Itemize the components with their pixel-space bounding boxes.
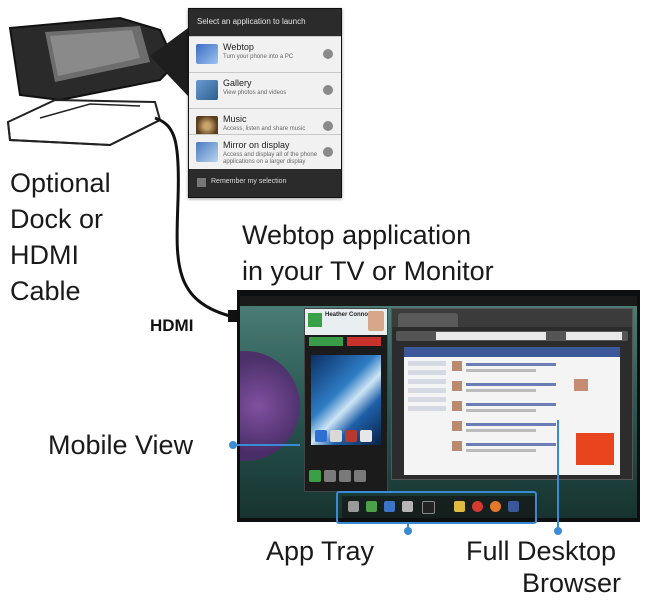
dock-label-line2: Dock or xyxy=(10,204,104,234)
facebook-sidebar xyxy=(574,361,616,471)
option-name: Webtop xyxy=(223,42,254,52)
radio-button[interactable] xyxy=(323,85,333,95)
news-feed xyxy=(452,361,570,471)
firefox-icon[interactable] xyxy=(490,501,501,512)
launcher-option-webtop[interactable]: Webtop Turn your phone into a PC xyxy=(189,36,341,72)
feed-post xyxy=(452,401,570,416)
facebook-header xyxy=(404,347,620,357)
facebook-icon[interactable] xyxy=(508,501,519,512)
browser-callout-dot xyxy=(554,527,562,535)
app-icon[interactable] xyxy=(345,430,357,442)
app-tray-icon[interactable] xyxy=(348,501,359,512)
dock-label-line3: HDMI xyxy=(10,240,79,270)
launcher-title: Select an application to launch xyxy=(197,17,306,26)
app-icon[interactable] xyxy=(324,470,336,482)
app-tray-highlight xyxy=(336,491,537,524)
phone-icon xyxy=(8,16,177,102)
facebook-page xyxy=(404,347,620,475)
mobile-view-window[interactable]: Heather Connor xyxy=(304,308,388,492)
app-launcher-dialog: Select an application to launch Webtop T… xyxy=(188,8,342,198)
status-bar xyxy=(240,296,637,306)
contact-photo xyxy=(368,311,384,331)
ad-banner[interactable] xyxy=(576,433,614,465)
mobile-view-label: Mobile View xyxy=(48,430,194,460)
webtop-icon xyxy=(196,44,218,64)
option-name: Mirror on display xyxy=(223,140,290,150)
browser-toolbar xyxy=(396,331,628,341)
dock-label-line4: Cable xyxy=(10,276,81,306)
remember-label: Remember my selection xyxy=(211,178,287,185)
radio-button[interactable] xyxy=(323,49,333,59)
app-tray-icon[interactable] xyxy=(422,501,435,514)
feed-post xyxy=(452,361,570,376)
profile-photo xyxy=(574,379,588,391)
hdmi-logo: HDMI xyxy=(150,316,194,335)
desktop-browser-window[interactable] xyxy=(391,308,633,480)
app-tray-icon[interactable] xyxy=(366,501,377,512)
facebook-left-nav xyxy=(408,361,446,461)
app-tray-icon[interactable] xyxy=(384,501,395,512)
webtop-label-line1: Webtop application xyxy=(242,220,472,250)
ignore-button[interactable] xyxy=(347,337,381,346)
monitor: Heather Connor xyxy=(237,290,640,522)
app-tray-callout-dot xyxy=(404,527,412,535)
app-icon[interactable] xyxy=(354,470,366,482)
browser-label-line1: Full Desktop xyxy=(466,536,617,566)
browser-tab[interactable] xyxy=(398,313,458,327)
app-tray-label: App Tray xyxy=(266,536,375,566)
option-name: Music xyxy=(223,114,247,124)
dock-label-line1: Optional xyxy=(10,168,111,198)
phone-dock-bar xyxy=(309,469,383,485)
app-icon[interactable] xyxy=(339,470,351,482)
mirror-display-icon xyxy=(196,142,218,162)
feed-post xyxy=(452,441,570,456)
webtop-screen: Heather Connor xyxy=(240,296,637,518)
radio-button[interactable] xyxy=(323,147,333,157)
option-desc: Turn your phone into a PC xyxy=(223,54,294,60)
search-box[interactable] xyxy=(566,332,622,340)
motorola-icon[interactable] xyxy=(472,501,483,512)
incoming-call-header: Heather Connor xyxy=(305,309,387,335)
feed-post xyxy=(452,381,570,396)
option-desc: Access, listen and share music xyxy=(223,126,306,132)
contact-name: Heather Connor xyxy=(325,312,371,318)
app-tray-icon[interactable] xyxy=(402,501,413,512)
music-icon xyxy=(196,116,218,136)
hdmi-cable xyxy=(154,116,231,318)
accept-button[interactable] xyxy=(309,337,343,346)
remember-selection-row[interactable]: Remember my selection xyxy=(189,169,341,197)
option-desc: View photos and videos xyxy=(223,90,287,96)
radio-button[interactable] xyxy=(323,121,333,131)
app-tray xyxy=(342,496,538,518)
app-icon[interactable] xyxy=(315,430,327,442)
browser-tab-strip xyxy=(392,309,632,327)
remember-checkbox[interactable] xyxy=(197,178,206,187)
mobile-view-callout-dot xyxy=(229,441,237,449)
webtop-label-line2: in your TV or Monitor xyxy=(242,256,494,286)
option-name: Gallery xyxy=(223,78,252,88)
call-buttons xyxy=(305,337,387,347)
feed-post xyxy=(452,421,570,436)
app-icon[interactable] xyxy=(330,430,342,442)
gallery-icon xyxy=(196,80,218,100)
folder-icon[interactable] xyxy=(454,501,465,512)
browser-label-line2: Browser xyxy=(522,568,622,598)
phone-icon[interactable] xyxy=(309,470,321,482)
launcher-option-mirror[interactable]: Mirror on display Access and display all… xyxy=(189,134,341,170)
contact-tile-icon xyxy=(308,313,322,327)
app-icon[interactable] xyxy=(360,430,372,442)
home-icons xyxy=(315,429,379,443)
address-bar[interactable] xyxy=(436,332,546,340)
option-desc: Access and display all of the phone appl… xyxy=(223,152,318,165)
launcher-option-gallery[interactable]: Gallery View photos and videos xyxy=(189,72,341,108)
